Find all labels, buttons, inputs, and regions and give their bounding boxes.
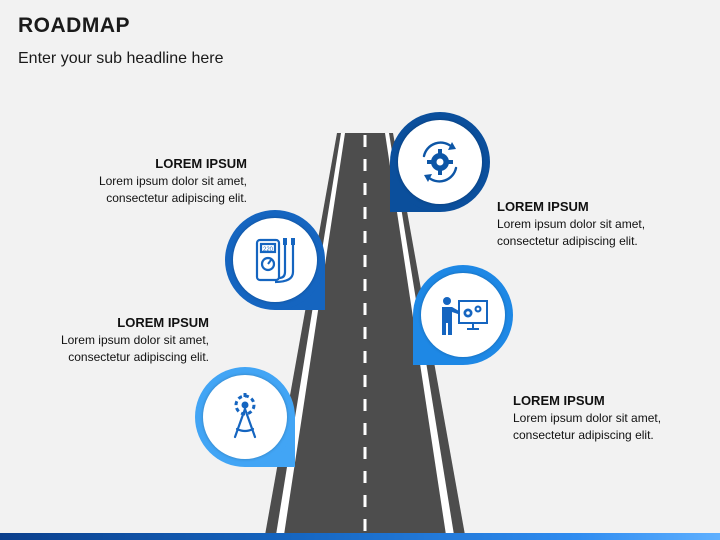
milestone-heading: LOREM IPSUM [497,199,589,214]
milestone-text-4: LOREM IPSUM Lorem ipsum dolor sit amet, … [61,314,209,366]
milestone-heading: LOREM IPSUM [155,156,247,171]
milestone-marker-1 [390,112,490,212]
milestone-text-2: LOREM IPSUM Lorem ipsum dolor sit amet, … [99,155,247,207]
milestone-desc-line2: consectetur adipiscing elit. [68,350,209,364]
presenter-gears-icon [442,297,488,335]
compass-gear-icon [233,393,257,439]
milestone-text-3: LOREM IPSUM Lorem ipsum dolor sit amet, … [513,392,661,444]
milestone-heading: LOREM IPSUM [117,315,209,330]
milestone-desc-line1: Lorem ipsum dolor sit amet, [60,333,209,347]
milestone-desc-line2: consectetur adipiscing elit. [106,191,247,205]
footer-accent-bar [0,533,720,540]
milestone-text-1: LOREM IPSUM Lorem ipsum dolor sit amet, … [497,198,645,250]
milestone-desc-line1: Lorem ipsum dolor sit amet, [98,174,247,188]
milestone-marker-2: 220 [225,210,325,310]
svg-text:220: 220 [263,247,274,253]
milestone-marker-3 [413,265,513,365]
multimeter-icon: 220 [255,238,295,284]
milestone-desc-line1: Lorem ipsum dolor sit amet, [513,411,662,425]
milestone-desc-line2: consectetur adipiscing elit. [513,428,654,442]
gear-cycle-icon [422,141,458,183]
milestone-heading: LOREM IPSUM [513,393,605,408]
page-title: ROADMAP [18,14,130,37]
milestone-desc-line1: Lorem ipsum dolor sit amet, [497,217,646,231]
milestone-desc-line2: consectetur adipiscing elit. [497,234,638,248]
milestone-marker-4 [195,367,295,467]
page-subtitle: Enter your sub headline here [18,50,224,67]
